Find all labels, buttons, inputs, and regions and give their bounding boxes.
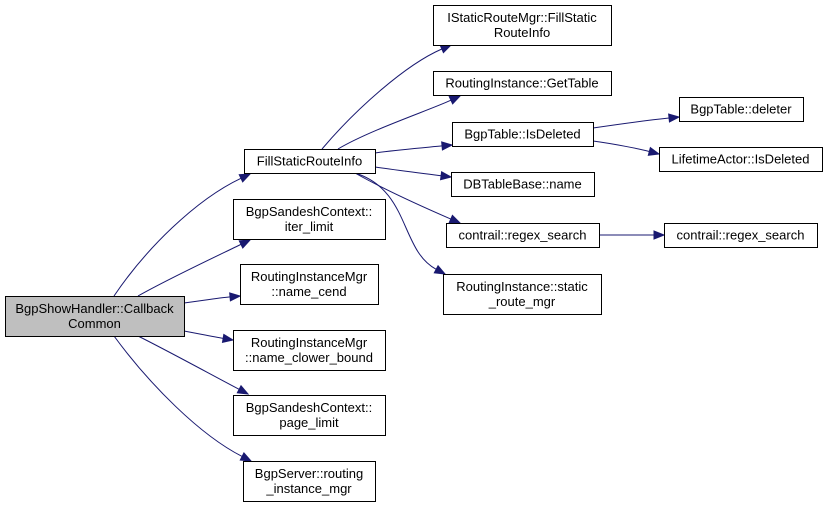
arrowhead-root-clb (221, 333, 235, 343)
node-label: ::name_cend (271, 284, 346, 299)
node-box (233, 395, 386, 436)
node-box (433, 5, 612, 46)
arrowhead-fill-srm (433, 264, 447, 275)
arrowhead-fill-isrm (439, 44, 453, 54)
edge-root-rim (113, 335, 243, 457)
node-label: DBTableBase::name (463, 177, 582, 192)
node-box (452, 122, 594, 147)
arrowhead-root-iter (238, 239, 252, 249)
node-cend[interactable]: RoutingInstanceMgr::name_cend (240, 264, 379, 305)
arrowhead-fill-isdel (441, 141, 454, 151)
node-label: _instance_mgr (265, 481, 352, 496)
node-label: BgpSandeshContext:: (246, 400, 372, 415)
arrowhead-root-page (236, 384, 250, 395)
node-label: _route_mgr (488, 294, 556, 309)
node-box (233, 199, 386, 240)
node-gettable[interactable]: RoutingInstance::GetTable (433, 71, 612, 96)
node-label: BgpTable::IsDeleted (464, 127, 580, 142)
node-label: contrail::regex_search (677, 228, 805, 243)
node-label: RoutingInstance::static (456, 279, 588, 294)
node-label: RoutingInstanceMgr (251, 335, 368, 350)
edge-root-iter (137, 243, 242, 297)
node-label: iter_limit (285, 219, 334, 234)
arrowhead-isdel-ltisdel (647, 146, 661, 156)
edge-isdel-deleter (592, 117, 670, 129)
node-iter[interactable]: BgpSandeshContext::iter_limit (233, 199, 386, 240)
node-srm[interactable]: RoutingInstance::static_route_mgr (443, 274, 602, 315)
arrowhead-regex1-regex2 (653, 230, 666, 240)
node-isdel[interactable]: BgpTable::IsDeleted (452, 122, 594, 147)
arrowhead-fill-regex1 (448, 214, 462, 224)
node-regex1[interactable]: contrail::regex_search (446, 223, 600, 248)
node-box (659, 147, 823, 172)
arrowhead-isdel-deleter (668, 113, 681, 123)
edge-root-page (137, 335, 240, 390)
node-label: IStaticRouteMgr::FillStatic (447, 10, 597, 25)
edge-isdel-ltisdel (592, 140, 650, 152)
edge-root-cend (183, 296, 231, 304)
node-page[interactable]: BgpSandeshContext::page_limit (233, 395, 386, 436)
edge-fill-isdel (374, 145, 443, 154)
node-rim[interactable]: BgpServer::routing_instance_mgr (243, 461, 376, 502)
node-box (443, 274, 602, 315)
edge-fill-regex1 (354, 172, 452, 220)
arrowhead-root-rim (239, 452, 253, 462)
node-regex2[interactable]: contrail::regex_search (664, 223, 818, 248)
edge-fill-isrm (321, 48, 443, 150)
node-box (243, 461, 376, 502)
edge-fill-dbname (374, 166, 442, 177)
node-clb[interactable]: RoutingInstanceMgr::name_clower_bound (233, 330, 386, 371)
arrowhead-root-fill (238, 173, 252, 183)
node-deleter[interactable]: BgpTable::deleter (679, 97, 804, 122)
node-box (240, 264, 379, 305)
node-box (433, 71, 612, 96)
node-label: BgpTable::deleter (690, 102, 792, 117)
node-label: page_limit (279, 415, 339, 430)
node-label: contrail::regex_search (459, 228, 587, 243)
node-box (446, 223, 600, 248)
node-label: LifetimeActor::IsDeleted (671, 152, 809, 167)
node-label: BgpSandeshContext:: (246, 204, 372, 219)
node-fill[interactable]: FillStaticRouteInfo (244, 149, 376, 174)
edge-fill-gettable (337, 99, 452, 150)
node-ltisdel[interactable]: LifetimeActor::IsDeleted (659, 147, 823, 172)
node-isrm[interactable]: IStaticRouteMgr::FillStaticRouteInfo (433, 5, 612, 46)
node-label: RoutingInstanceMgr (251, 269, 368, 284)
edge-fill-srm (354, 172, 437, 270)
node-label: BgpShowHandler::Callback (15, 301, 174, 316)
node-label: FillStaticRouteInfo (257, 154, 363, 169)
node-box (244, 149, 376, 174)
node-box (5, 296, 185, 337)
edges-layer (113, 44, 681, 462)
node-label: RouteInfo (494, 25, 550, 40)
node-label: BgpServer::routing (255, 466, 363, 481)
node-box (664, 223, 818, 248)
edge-root-fill (113, 177, 242, 297)
node-dbname[interactable]: DBTableBase::name (451, 172, 595, 197)
edge-root-clb (183, 330, 224, 339)
node-label: Common (68, 316, 121, 331)
arrowhead-root-cend (229, 292, 242, 302)
node-box (233, 330, 386, 371)
arrowhead-fill-dbname (439, 170, 453, 181)
node-label: RoutingInstance::GetTable (445, 76, 598, 91)
node-box (679, 97, 804, 122)
arrowhead-fill-gettable (448, 95, 462, 105)
node-label: ::name_clower_bound (245, 350, 373, 365)
node-box (451, 172, 595, 197)
